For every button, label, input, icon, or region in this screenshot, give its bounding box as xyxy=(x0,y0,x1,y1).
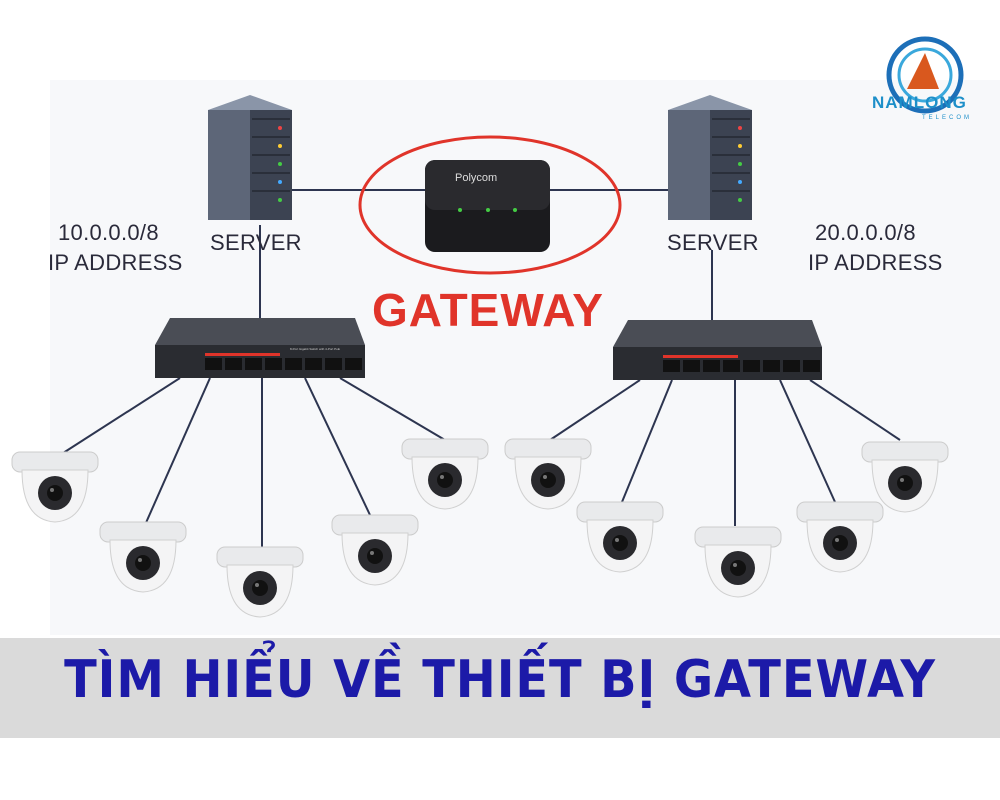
network-links xyxy=(59,189,901,548)
dome-camera-icon xyxy=(504,438,592,510)
left-ip-label: IP ADDRESS xyxy=(48,250,183,275)
gateway-device-icon xyxy=(425,160,550,252)
dome-camera-icon xyxy=(11,451,99,523)
dome-camera-icon xyxy=(796,501,884,573)
gateway-label: GATEWAY xyxy=(372,284,604,336)
right-server-label: SERVER xyxy=(667,230,759,255)
dome-camera-icon xyxy=(216,546,304,618)
dome-camera-icon xyxy=(861,441,949,513)
banner-title: TÌM HIỂU VỀ THIẾT BỊ GATEWAY xyxy=(64,650,936,710)
right-ip-label: IP ADDRESS xyxy=(808,250,943,275)
switch-left-icon xyxy=(155,318,365,378)
dome-camera-icon xyxy=(99,521,187,593)
left-server-label: SERVER xyxy=(210,230,302,255)
server-left-icon xyxy=(208,95,292,220)
dome-camera-icon xyxy=(331,514,419,586)
right-subnet: 20.0.0.0/8 xyxy=(815,220,916,245)
namlong-logo xyxy=(886,36,964,114)
title-banner xyxy=(0,638,1000,738)
dome-camera-icon xyxy=(401,438,489,510)
logo-name: NAMLONG xyxy=(872,93,967,112)
switch-left-caption: 8-Port Gigabit Switch with 4-Port PoE xyxy=(290,347,340,351)
gateway-highlight xyxy=(358,135,622,275)
server-right-icon xyxy=(668,95,752,220)
left-subnet: 10.0.0.0/8 xyxy=(58,220,159,245)
dome-camera-icon xyxy=(576,501,664,573)
logo-sub: TELECOM xyxy=(922,115,973,121)
gateway-brand: Polycom xyxy=(455,172,498,184)
dome-camera-icon xyxy=(694,526,782,598)
switch-right-icon xyxy=(613,320,822,380)
